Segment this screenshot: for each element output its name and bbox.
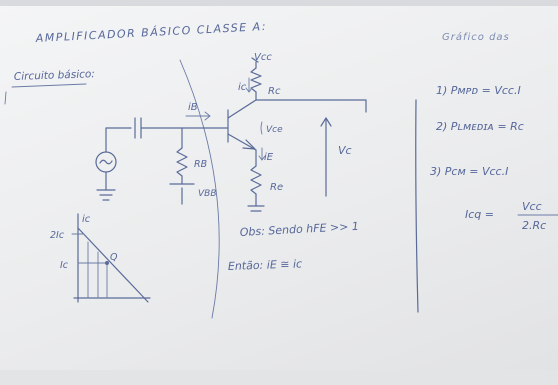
ib-arrow-icon (185, 111, 211, 121)
loadline-q-point (105, 261, 109, 265)
vcc-label: Vcc (254, 52, 272, 63)
coupling-capacitor-icon (134, 117, 142, 139)
transistor-collector-lead (227, 99, 257, 119)
ie-label: iE (264, 152, 274, 163)
board-top-edge (0, 0, 558, 6)
icq-lhs: Icq = (465, 208, 494, 221)
subtitle-underline (11, 83, 87, 88)
vce-arrow-icon (260, 121, 263, 135)
emitter-arrow-icon (242, 139, 256, 150)
note-obs: Obs: Sendo hFE >> 1 (239, 220, 359, 239)
right-header: Gráfico das (442, 31, 510, 43)
formula-1: 1) Pмᴘᴅ = Vcc.I (436, 84, 521, 97)
vbb-label: VBB (198, 189, 217, 199)
board-title: AMPLIFICADOR BÁSICO CLASSE A: (34, 20, 267, 45)
rc-resistor-icon (250, 67, 262, 93)
output-wire (255, 99, 367, 113)
rb-label: RB (194, 159, 207, 170)
source-ground-icon (96, 189, 116, 201)
icq-denominator: 2.Rc (522, 219, 546, 232)
ac-source-tilde (99, 159, 113, 165)
loadline-2ic-label: 2Ic (50, 230, 65, 241)
transistor-emitter-lead (227, 133, 257, 151)
rb-resistor-icon (176, 147, 188, 177)
loadline-q-label: Q (110, 252, 118, 263)
ib-label: iB (188, 102, 198, 113)
vce-label: Vce (266, 125, 283, 135)
vc-arrow-icon (320, 117, 332, 127)
board-margin-tick (4, 91, 7, 105)
loadline-line (77, 227, 149, 303)
loadline-hatch (87, 241, 99, 299)
loadline-ic-level-label: Ic (60, 260, 69, 271)
board-bottom-edge (0, 370, 558, 385)
curved-separator (179, 59, 220, 319)
formula-2: 2) Pʟᴍᴇᴅɪᴀ = Rc (436, 120, 524, 133)
re-resistor-icon (250, 165, 262, 195)
loadline-ic-axis-label: ic (82, 214, 91, 225)
ie-arrow-icon (258, 147, 266, 161)
formula-3: 3) Pcᴍ = Vcc.I (430, 165, 508, 178)
vertical-divider (415, 99, 419, 313)
ic-label: ic (238, 82, 247, 93)
note-entao: Então: iE ≅ ic (228, 257, 303, 273)
rc-label: Rc (268, 86, 281, 97)
vbb-battery-icon (169, 183, 195, 205)
re-label: Re (270, 182, 283, 193)
ic-arrow-icon (245, 77, 253, 93)
vcc-supply-mark (251, 57, 259, 63)
source-wire (105, 127, 132, 153)
icq-numerator: Vcc (522, 200, 542, 213)
board-subtitle: Circuito básico: (14, 68, 95, 83)
emitter-ground-icon (247, 205, 265, 212)
vc-label: Vc (338, 144, 352, 157)
